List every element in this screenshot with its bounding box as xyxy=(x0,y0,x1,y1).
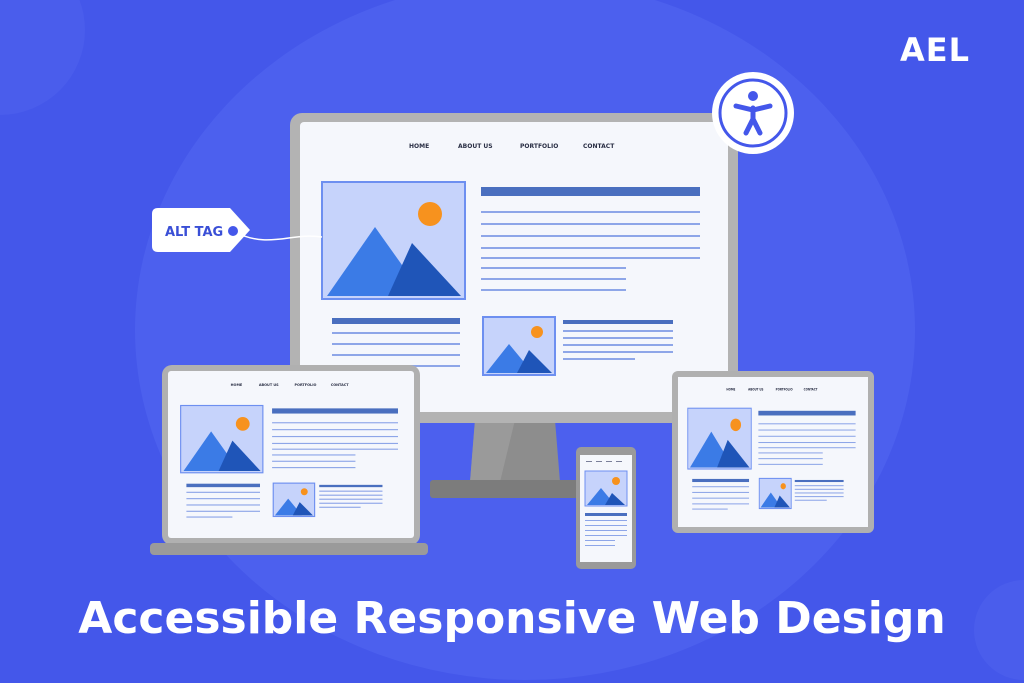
thumbnail-image xyxy=(758,477,792,510)
subheading-bar xyxy=(319,484,383,488)
webpage-mockup: HOME ABOUT US PORTFOLIO CONTACT xyxy=(687,387,856,510)
nav-home[interactable]: HOME xyxy=(409,143,429,150)
nav-home[interactable]: HOME xyxy=(231,383,243,387)
webpage-mockup: HOME ABOUT US PORTFOLIO CONTACT xyxy=(180,383,398,518)
tag-hole xyxy=(228,226,238,236)
mountain-icon xyxy=(605,493,625,505)
nav-portfolio[interactable]: PORTFOLIO xyxy=(520,143,558,150)
accessibility-icon xyxy=(733,91,773,136)
subheading-bar xyxy=(794,479,844,483)
phone-nav xyxy=(586,461,622,462)
sun-icon xyxy=(235,417,250,431)
nav-portfolio[interactable]: PORTFOLIO xyxy=(295,383,317,387)
laptop-base xyxy=(150,543,428,555)
sun-icon xyxy=(531,326,543,338)
sun-icon xyxy=(418,202,442,226)
nav-contact[interactable]: CONTACT xyxy=(804,387,818,391)
hero-image xyxy=(321,181,466,300)
alt-tag-text: ALT TAG xyxy=(165,225,223,240)
sun-icon xyxy=(612,477,620,485)
text-lines xyxy=(272,422,398,469)
subheading-bar xyxy=(585,513,627,516)
subheading-bar xyxy=(692,478,750,483)
nav-about-us[interactable]: ABOUT US xyxy=(458,143,493,150)
text-lines xyxy=(585,520,627,546)
text-lines xyxy=(794,485,844,501)
monitor-base xyxy=(430,480,605,498)
webpage-mockup: HOME ABOUT US PORTFOLIO CONTACT xyxy=(321,143,700,377)
mountain-icon xyxy=(774,495,790,508)
sun-icon xyxy=(780,483,786,490)
text-lines xyxy=(758,423,856,465)
nav-about-us[interactable]: ABOUT US xyxy=(748,387,763,391)
monitor-neck-shade xyxy=(470,420,515,482)
sun-icon xyxy=(300,488,308,496)
nav-contact[interactable]: CONTACT xyxy=(331,383,350,387)
alt-tag-label: ALT TAG xyxy=(152,208,323,252)
subheading-bar xyxy=(186,483,260,488)
thumbnail-image xyxy=(272,482,316,518)
desktop-monitor: HOME ABOUT US PORTFOLIO CONTACT xyxy=(290,113,738,498)
thumbnail-image xyxy=(482,316,556,376)
page-title: Accessible Responsive Web Design xyxy=(78,593,945,644)
heading-bar xyxy=(481,187,700,196)
bg-circle-bottom-right xyxy=(974,580,1024,680)
hero-image xyxy=(687,407,752,470)
sun-icon xyxy=(730,418,742,432)
heading-bar xyxy=(272,408,398,414)
bg-circle-top-left xyxy=(0,0,85,115)
phone-image xyxy=(584,470,628,507)
nav-contact[interactable]: CONTACT xyxy=(583,143,615,150)
subheading-bar xyxy=(332,318,460,324)
text-lines xyxy=(563,330,673,360)
text-lines xyxy=(319,490,383,508)
mountain-icon xyxy=(292,502,313,516)
mountain-icon xyxy=(717,439,750,468)
tablet: HOME ABOUT US PORTFOLIO CONTACT xyxy=(672,371,874,533)
nav-portfolio[interactable]: PORTFOLIO xyxy=(776,387,793,391)
mountain-icon xyxy=(388,243,461,296)
accessibility-badge xyxy=(712,72,794,154)
text-lines xyxy=(186,491,260,518)
smartphone xyxy=(576,447,636,569)
text-lines xyxy=(481,211,700,291)
nav-home[interactable]: HOME xyxy=(726,387,735,391)
laptop: HOME ABOUT US PORTFOLIO CONTACT xyxy=(150,365,428,555)
text-lines xyxy=(692,486,750,510)
mountain-icon xyxy=(218,440,261,472)
ael-logo: AEL xyxy=(900,31,970,69)
hero-image xyxy=(180,404,264,474)
subheading-bar xyxy=(563,320,673,324)
heading-bar xyxy=(758,410,856,416)
nav-about-us[interactable]: ABOUT US xyxy=(259,383,279,387)
mountain-icon xyxy=(517,350,552,373)
